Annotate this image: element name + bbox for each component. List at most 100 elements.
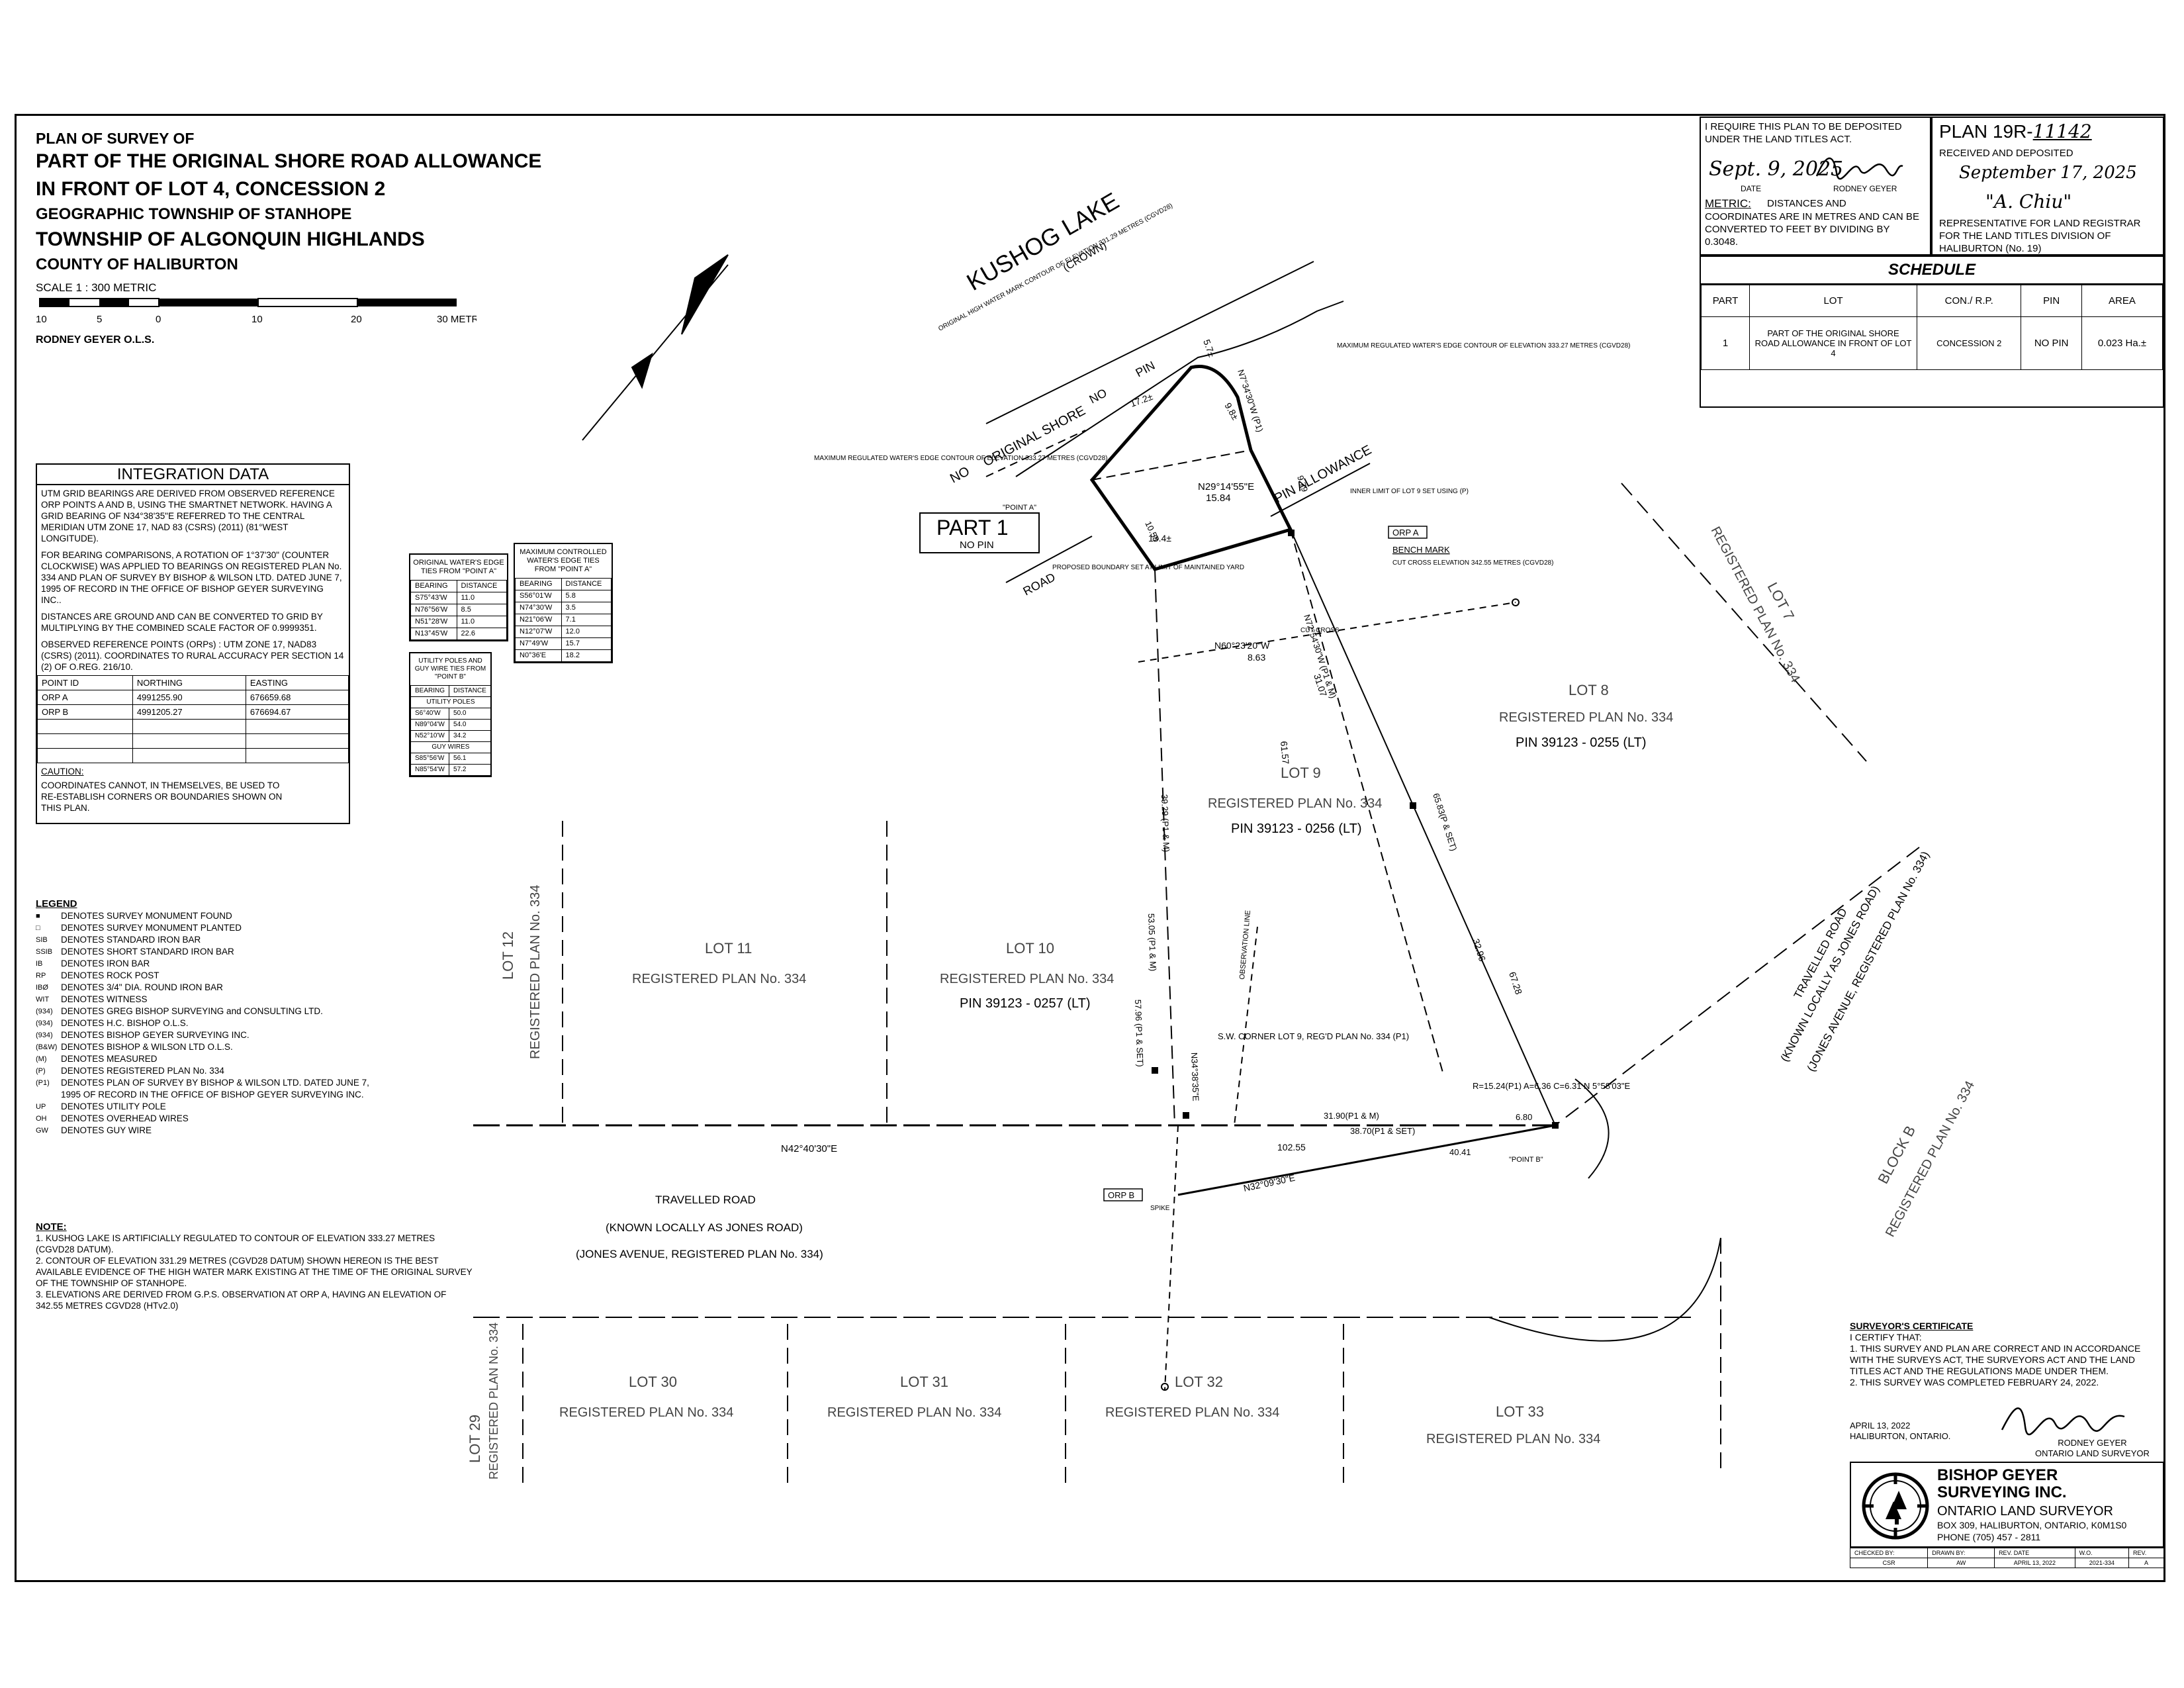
orp-b-box (1103, 1188, 1143, 1201)
footer-table: CHECKED BY: DRAWN BY: REV. DATE W.O. REV… (1849, 1548, 2164, 1568)
legend-symbol: (P) (36, 1067, 46, 1075)
scale-tick-5: 30 METRES (437, 314, 477, 325)
dist-38-70: 38.70(P1 & SET) (1350, 1126, 1415, 1136)
spike-label: SPIKE (1150, 1205, 1170, 1212)
registry-box: PLAN 19R-11142 RECEIVED AND DEPOSITED Se… (1931, 117, 2164, 256)
lot10-plan: REGISTERED PLAN No. 334 (940, 972, 1114, 986)
curve-label: R=15.24(P1) A=6.36 C=6.31 N 5°58'03"E (1473, 1081, 1630, 1091)
cert-place: HALIBURTON, ONTARIO. (1850, 1431, 1951, 1441)
lot11-label: LOT 11 (705, 940, 752, 957)
dist-10-58: 10.58 (1143, 520, 1161, 543)
received-date: September 17, 2025 (1959, 163, 2137, 183)
ties-c-title: UTILITY POLES AND GUY WIRE TIES FROM "PO… (414, 657, 486, 680)
legend-symbol: UP (36, 1103, 46, 1111)
signature-rg (1815, 157, 1903, 180)
utility-line (1138, 602, 1516, 663)
orp-b-label: ORP B (1108, 1190, 1134, 1200)
lot9-label: LOT 9 (1281, 765, 1321, 781)
scale-tick-4: 20 (351, 314, 362, 325)
part1-box (919, 512, 1040, 553)
orp-h2: EASTING (245, 675, 349, 690)
integration-p4: OBSERVED REFERENCE POINTS (ORPs) : UTM Z… (41, 639, 344, 672)
ties-b-r3-1: 12.0 (561, 626, 612, 638)
ties-c-r4-1: 57.2 (449, 764, 491, 776)
part1-label: PART 1 (936, 516, 1009, 539)
firm-address: BOX 309, HALIBURTON, ONTARIO, K0M1S0 (1937, 1520, 2127, 1530)
road-east-line (1555, 847, 1920, 1126)
schedule-h-part: PART (1700, 285, 1751, 317)
dist-9-79: 9.79 (1295, 474, 1310, 493)
allowance-line-east (1270, 463, 1371, 517)
legend-symbol: (934) (36, 1019, 53, 1027)
legend-text: DENOTES ROCK POST (61, 970, 159, 980)
legend-symbol: GW (36, 1127, 48, 1135)
cert-date-block: APRIL 13, 2022 HALIBURTON, ONTARIO. (1850, 1421, 1950, 1442)
legend-text: DENOTES SURVEY MONUMENT PLANTED (61, 923, 242, 933)
dist-61-57: 61.57 (1279, 741, 1291, 765)
integration-p2: FOR BEARING COMPARISONS, A ROTATION OF 1… (41, 550, 342, 605)
schedule-h-area: AREA (2081, 285, 2163, 317)
legend-item: (B&W)DENOTES BISHOP & WILSON LTD O.L.S. (36, 1041, 380, 1053)
legend-text: DENOTES OVERHEAD WIRES (61, 1113, 189, 1123)
ties-c-box: UTILITY POLES AND GUY WIRE TIES FROM "PO… (409, 652, 492, 777)
bench-sub: CUT CROSS ELEVATION 342.55 METRES (CGVD2… (1392, 559, 1553, 567)
maxreg-label-1: MAXIMUM REGULATED WATER'S EDGE CONTOUR O… (814, 455, 1107, 462)
schedule-r0-con: CONCESSION 2 (1917, 316, 2022, 370)
no-pin-2: PIN (1133, 359, 1157, 380)
bearing-n32: N32°09'30"E (1242, 1172, 1296, 1194)
ties-b-box: MAXIMUM CONTROLLED WATER'S EDGE TIES FRO… (514, 543, 613, 663)
footer-v1: AW (1927, 1558, 1995, 1568)
deposit-date-label: DATE (1741, 184, 1762, 193)
lot30-plan: REGISTERED PLAN No. 334 (559, 1405, 733, 1420)
ties-b-r4-0: N7°49'W (515, 637, 562, 650)
plan-label: PLAN 19R- (1939, 121, 2033, 142)
dist-67-28: 67.28 (1507, 970, 1524, 996)
dist-13-4: 13.4± (1148, 533, 1171, 543)
dist-102-55: 102.55 (1277, 1142, 1306, 1152)
title-line5: TOWNSHIP OF ALGONQUIN HIGHLANDS (36, 228, 425, 250)
bearing-n60: N60°23'20"W (1214, 640, 1270, 651)
lot31-plan: REGISTERED PLAN No. 334 (827, 1405, 1001, 1420)
caution-title: CAUTION: (41, 767, 84, 776)
legend-text: DENOTES REGISTERED PLAN No. 334 (61, 1066, 224, 1076)
scale-tick-2: 0 (156, 314, 161, 325)
trav1-sub1: (KNOWN LOCALLY AS JONES ROAD) (606, 1221, 803, 1234)
legend-title: LEGEND (36, 898, 77, 910)
title-line2: PART OF THE ORIGINAL SHORE ROAD ALLOWANC… (36, 150, 542, 172)
lot8-label: LOT 8 (1569, 682, 1609, 698)
legend-symbol: SIB (36, 936, 48, 944)
no-pin-1: NO (1087, 386, 1109, 406)
legend-item: ■DENOTES SURVEY MONUMENT FOUND (36, 910, 380, 922)
legend-item: (M)DENOTES MEASURED (36, 1053, 380, 1065)
orp-a-box (1388, 526, 1428, 539)
north-arrow-tail (631, 352, 653, 389)
lot9-plan: REGISTERED PLAN No. 334 (1208, 796, 1382, 811)
orp-r0-1: 4991255.90 (132, 690, 246, 705)
legend-item: (934)DENOTES H.C. BISHOP O.L.S. (36, 1017, 380, 1029)
bearing-n29: N29°14'55"E (1198, 481, 1254, 492)
ties-a-r2-0: N51°28'W (410, 616, 457, 628)
integration-box: INTEGRATION DATA UTM GRID BEARINGS ARE D… (36, 463, 350, 824)
lot7-line (1621, 483, 1867, 762)
dist-40-41: 40.41 (1449, 1147, 1471, 1157)
inner-limit-line (1091, 449, 1251, 481)
cert-line2: 2. THIS SURVEY WAS COMPLETED FEBRUARY 24… (1850, 1377, 2099, 1387)
lot30-label: LOT 30 (629, 1374, 677, 1390)
schedule-r0-area: 0.023 Ha.± (2081, 316, 2163, 370)
legend-item: (934)DENOTES GREG BISHOP SURVEYING and C… (36, 1006, 380, 1017)
legend-symbol: (934) (36, 1008, 53, 1015)
curve-road (1488, 1237, 1721, 1342)
orp-b-line (1177, 1124, 1556, 1196)
monument-found-pointb (1552, 1122, 1559, 1129)
note-2: 2. CONTOUR OF ELEVATION 331.29 METRES (C… (36, 1256, 473, 1288)
original-hwm-line (985, 261, 1314, 424)
cert-title: SURVEYOR'S CERTIFICATE (1850, 1321, 1974, 1331)
pin-allowance-label: PIN ALLOWANCE (1272, 443, 1374, 506)
lot32-plan: REGISTERED PLAN No. 334 (1105, 1405, 1279, 1420)
title-line4: GEOGRAPHIC TOWNSHIP OF STANHOPE (36, 205, 352, 223)
firm-name2: SURVEYING INC. (1937, 1483, 2067, 1501)
legend-symbol: ■ (36, 912, 40, 920)
firm-phone: PHONE (705) 457 - 2811 (1937, 1532, 2041, 1542)
